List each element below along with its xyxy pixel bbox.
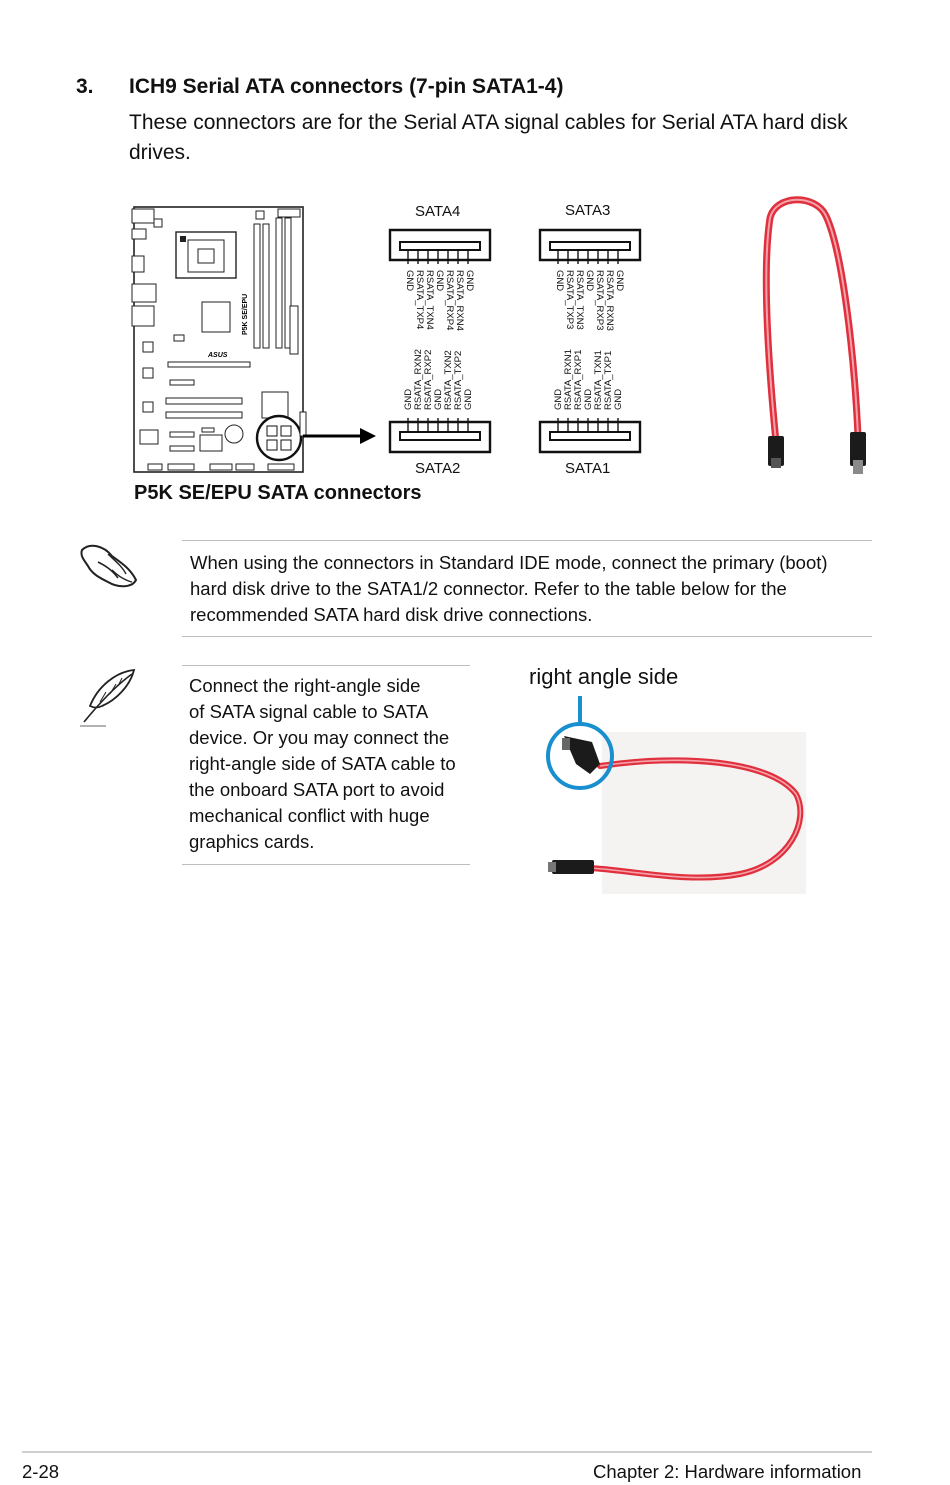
sata4-pin-3: RSATA_TXN4 [424,270,435,330]
sata4-pin-1: GND [404,270,415,292]
cable-note-line-3: device. Or you may connect the [189,727,450,748]
cable-note-line-2: of SATA signal cable to SATA [189,701,429,722]
right-angle-side-label: right angle side [529,664,679,689]
sata4-pin-5: RSATA_RXP4 [444,270,455,331]
ide-note-line-3: recommended SATA hard disk drive connect… [190,604,593,625]
ide-note-line-1: When using the connectors in Standard ID… [190,552,828,573]
section-title: ICH9 Serial ATA connectors (7-pin SATA1-… [129,75,564,98]
note-feather-icon [80,668,136,727]
sata4-pin-4: GND [434,270,445,292]
cable-note-line-7: graphics cards. [189,831,315,852]
sata2-connector-outline [388,418,492,454]
sata3-label: SATA3 [565,202,611,219]
sata4-pin-2: RSATA_TXP4 [414,270,425,330]
cable-note-line-1: Connect the right-angle side [189,675,421,696]
ide-note-line-2: hard disk drive to the SATA1/2 connector… [190,578,787,599]
section-description-line-2: drives. [129,141,191,164]
footer-page-number: 2-28 [22,1461,60,1482]
sata4-pin-list: GND RSATA_TXP4 RSATA_TXN4 GND RSATA_RXP4… [404,270,475,331]
sata3-pin-list: GND RSATA_TXP3 RSATA_TXN3 GND RSATA_RXP3… [554,270,625,331]
sata1-pin-7: GND [613,388,624,410]
cable-note-line-4: right-angle side of SATA cable to [189,753,456,774]
right-angle-cable-photo [546,696,806,894]
sata4-pin-7: GND [464,270,475,292]
sata2-pin-7: GND [463,388,474,410]
sata3-pin-5: RSATA_RXP3 [594,270,605,331]
sata2-pin-list: GND RSATA_RXN2 RSATA_RXP2 GND RSATA_TXN2… [403,340,474,410]
sata4-pin-6: RSATA_RXN4 [454,270,465,331]
sata4-connector-outline [388,228,492,264]
sata3-pin-3: RSATA_TXN3 [574,270,585,330]
cable-note-line-5: the onboard SATA port to avoid [189,779,445,800]
note-bottom-rule [182,864,470,865]
sata-cable-photo [762,196,866,474]
section-number: 3. [76,75,94,98]
cable-note-line-6: mechanical conflict with huge [189,805,430,826]
section-description-line-1: These connectors are for the Serial ATA … [129,111,848,134]
sata3-pin-1: GND [554,270,565,292]
caution-bottom-rule [182,636,872,637]
caution-top-rule [182,540,872,541]
sata1-label: SATA1 [565,460,611,477]
sata2-label: SATA2 [415,460,461,477]
sata3-pin-2: RSATA_TXP3 [564,270,575,330]
sata3-pin-7: GND [614,270,625,292]
sata1-pin-list: GND RSATA_RXN1 RSATA_RXP1 GND RSATA_TXN1… [553,340,624,410]
sata3-pin-4: GND [584,270,595,292]
motherboard-layout-diagram: P5K SE/EPU ASUS [131,206,376,473]
sata3-connector-outline [538,228,642,264]
cable-note-text: Connect the right-angle side of SATA sig… [189,673,456,855]
board-brand-logo: ASUS [207,352,228,359]
board-model-label: P5K SE/EPU [242,294,249,335]
sata3-pin-6: RSATA_RXN3 [604,270,615,331]
sata4-label: SATA4 [415,203,461,220]
figure-caption: P5K SE/EPU SATA connectors [134,482,422,504]
sata1-connector-outline [538,418,642,454]
footer-chapter: Chapter 2: Hardware information [593,1461,862,1482]
note-top-rule [182,665,470,666]
caution-hand-icon [80,544,138,588]
footer-rule [22,1451,872,1453]
